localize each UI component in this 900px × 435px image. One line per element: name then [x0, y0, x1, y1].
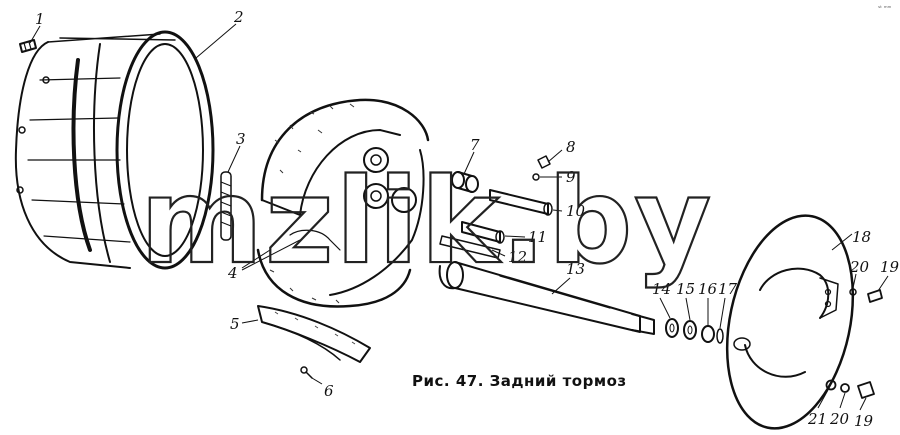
drum-bolt: [19, 39, 37, 53]
callout-3: 3: [236, 130, 246, 148]
washer-15: [683, 320, 697, 340]
callout-20-upper: 20: [849, 258, 870, 276]
callout-19-lower: 19: [854, 412, 874, 430]
leader-lines: [29, 23, 889, 411]
callout-9: 9: [566, 168, 576, 186]
brake-shoes-assembly: [256, 98, 430, 308]
callout-19-upper: 19: [880, 258, 900, 276]
callout-1: 1: [35, 10, 45, 28]
ring-17: [716, 328, 724, 344]
anchor-pin: [489, 189, 553, 216]
washer-14: [665, 318, 679, 338]
callout-2: 2: [233, 8, 244, 26]
callout-labels: 1 2 3 4 5 6 7 8 9 10 11 12 13 14 15 16 1…: [35, 8, 900, 430]
plate-12: [439, 235, 501, 259]
brake-lining: [257, 305, 371, 363]
watermark-text: mzlik.by: [140, 152, 713, 290]
washer-20-upper: [849, 288, 857, 296]
bolt-19-lower: [857, 381, 875, 399]
callout-11: 11: [528, 228, 547, 246]
callout-14: 14: [652, 280, 671, 298]
corner-mark: ˢᵗ ᵐᵐ: [878, 5, 892, 12]
grease-fitting: [537, 155, 551, 169]
nut-21: [825, 379, 837, 391]
callout-18: 18: [852, 228, 871, 246]
callout-10: 10: [566, 202, 586, 220]
callout-13: 13: [566, 260, 585, 278]
washer-20-lower: [840, 383, 850, 393]
lining-rivet: [300, 366, 313, 379]
bushing: [451, 171, 479, 193]
callout-6: 6: [324, 382, 334, 400]
callout-21: 21: [807, 410, 827, 428]
pin-11: [461, 221, 505, 244]
callout-16: 16: [698, 280, 718, 298]
figure-caption: Рис. 47. Задний тормоз: [412, 372, 627, 390]
washer-9: [532, 173, 540, 181]
callout-8: 8: [566, 138, 576, 156]
callout-12: 12: [508, 248, 527, 266]
backing-plate: [725, 214, 855, 430]
callout-4: 4: [227, 264, 238, 282]
washer-16: [701, 325, 715, 343]
callout-5: 5: [230, 315, 240, 333]
callout-20-lower: 20: [829, 410, 850, 428]
brake-drum: [14, 30, 215, 270]
camshaft: [438, 261, 655, 335]
callout-15: 15: [676, 280, 695, 298]
bolt-19-upper: [867, 289, 883, 303]
callout-7: 7: [470, 136, 480, 154]
callout-17: 17: [718, 280, 738, 298]
return-spring: [220, 171, 232, 241]
